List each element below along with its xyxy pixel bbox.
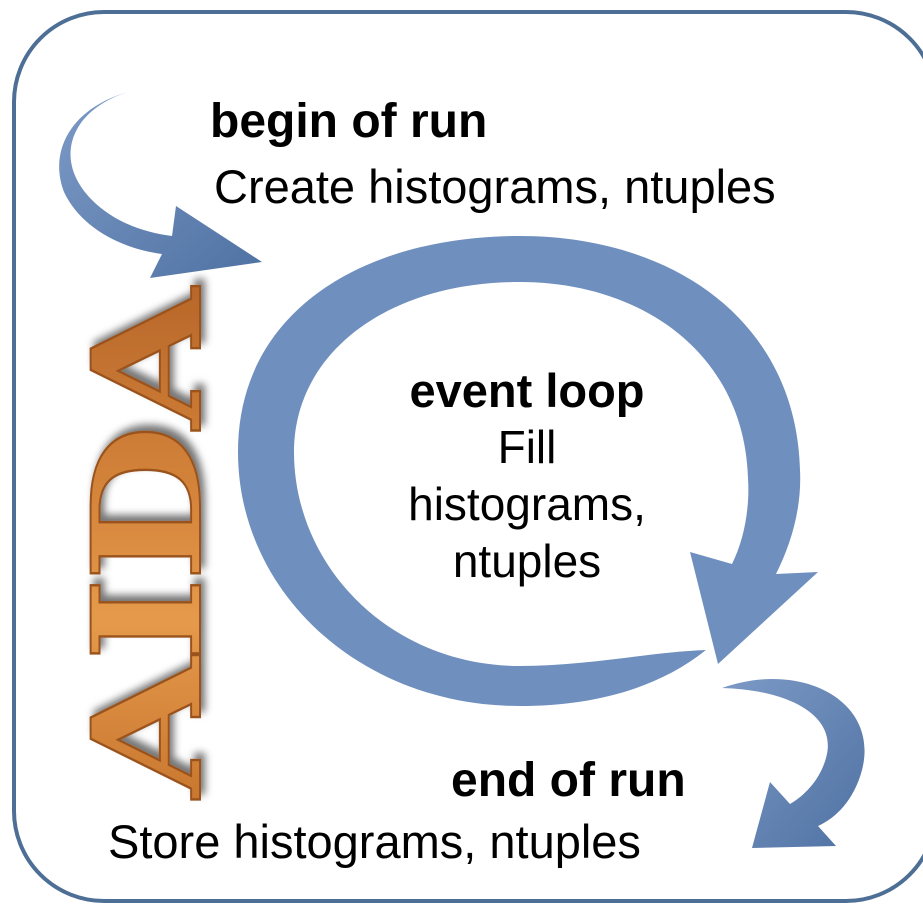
event-loop-block: event loop Fill histograms, ntuples bbox=[362, 362, 692, 590]
event-loop-line-2: histograms, bbox=[408, 478, 646, 530]
begin-of-run-description: Create histograms, ntuples bbox=[214, 160, 776, 213]
begin-of-run-title: begin of run bbox=[210, 95, 488, 148]
end-of-run-title: end of run bbox=[451, 754, 686, 807]
event-loop-line-3: ntuples bbox=[452, 535, 602, 587]
end-of-run-description: Store histograms, ntuples bbox=[108, 815, 641, 868]
begin-arrow-icon bbox=[59, 92, 262, 278]
event-loop-title: event loop bbox=[409, 364, 645, 417]
event-loop-line-1: Fill bbox=[497, 421, 557, 473]
end-arrow-icon bbox=[722, 678, 865, 848]
aida-logo-text: AIDA bbox=[60, 285, 236, 800]
aida-logo: AIDA bbox=[59, 284, 237, 801]
